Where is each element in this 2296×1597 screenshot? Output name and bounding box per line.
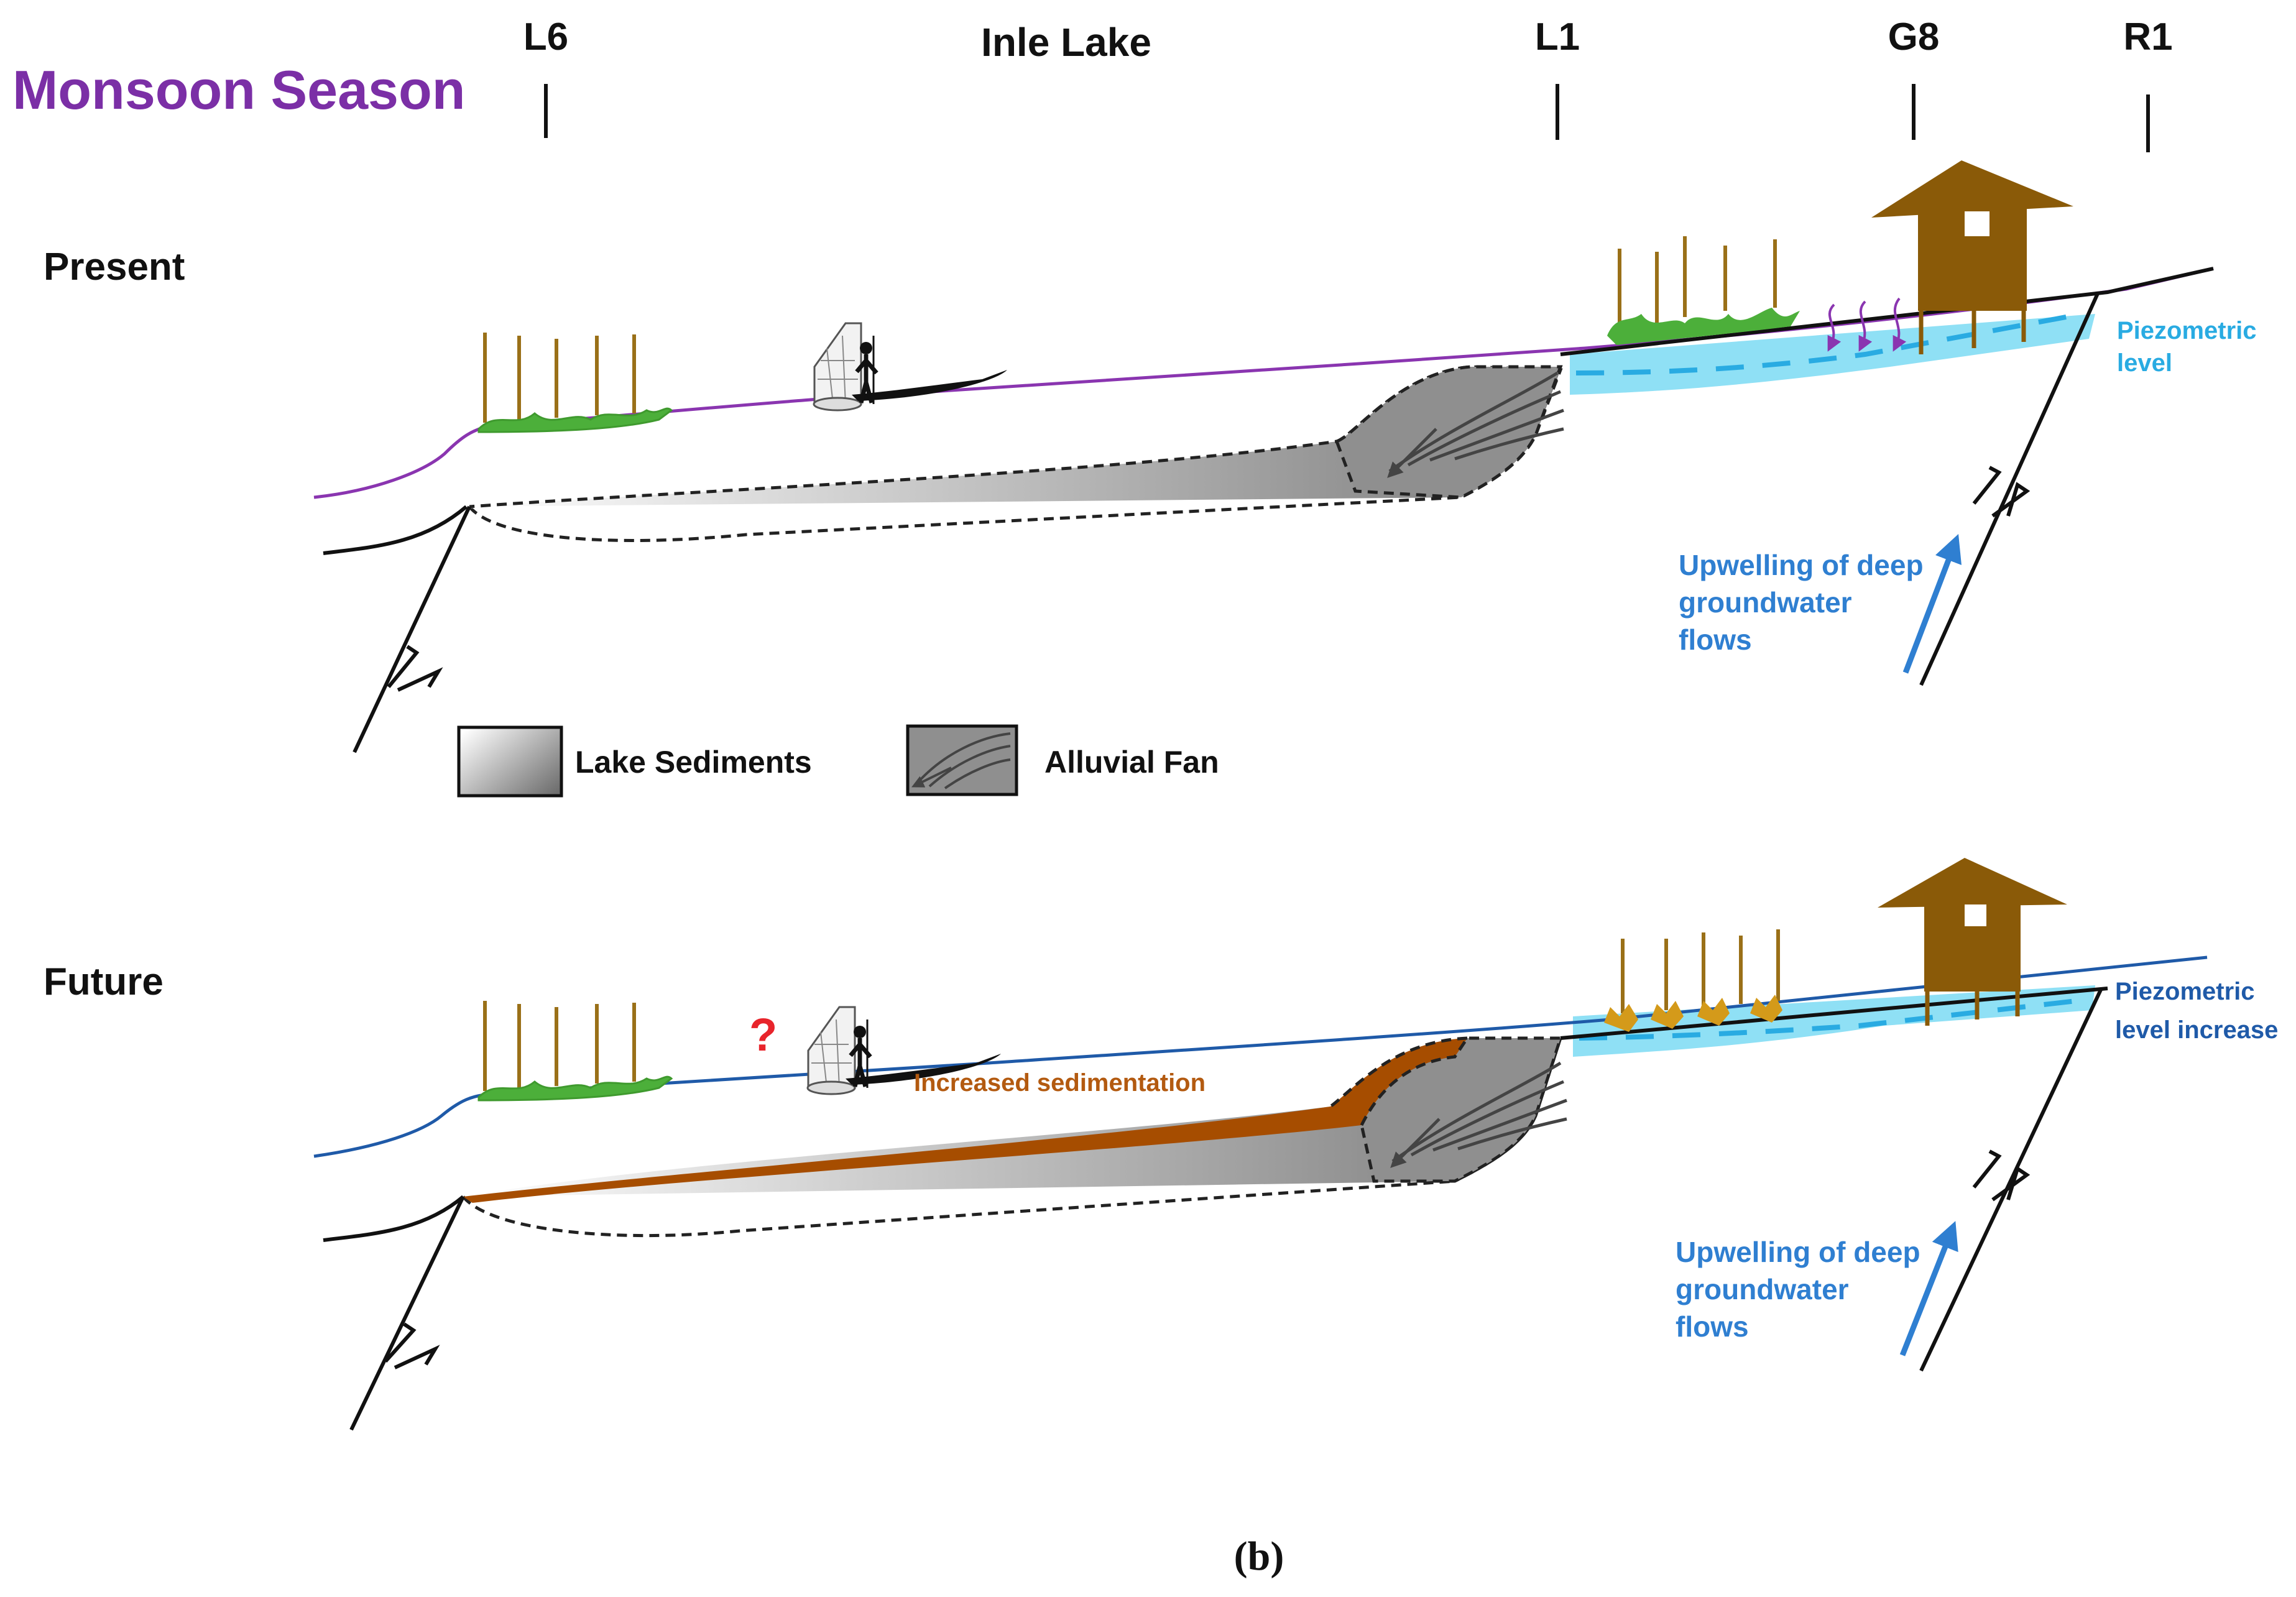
fault-arrow-icon (353, 291, 2100, 753)
increased-sedimentation-label: Increased sedimentation (914, 1069, 1206, 1097)
future-piezometric-label-2: level increase (2115, 1016, 2278, 1044)
present-piezometric-line (1575, 311, 2083, 375)
location-ticks (544, 84, 2150, 152)
present-upwelling-label-3: flows (1679, 624, 1752, 656)
lake-name-label: Inle Lake (981, 20, 1151, 65)
location-label-l6: L6 (523, 16, 568, 58)
dry-crops-icon (1604, 929, 1782, 1032)
future-row-label: Future (44, 960, 164, 1003)
house-on-stilts-icon (1878, 858, 2067, 1026)
legend-swatch-lake-sediments (457, 725, 563, 798)
present-piezometric-label-1: Piezometric (2117, 317, 2257, 344)
present-upwelling-label-1: Upwelling of deep (1679, 549, 1924, 581)
figure-caption: (b) (1234, 1534, 1284, 1579)
location-label-l1: L1 (1535, 16, 1580, 58)
legend-label-alluvial-fan: Alluvial Fan (1044, 745, 1219, 780)
upwelling-arrow-icon (1902, 533, 1962, 674)
present-ground-surface (323, 267, 2214, 555)
increased-sedimentation-layer (463, 1038, 1467, 1203)
future-upwelling-label-3: flows (1676, 1310, 1749, 1343)
upwelling-arrow-icon (1899, 1221, 1958, 1356)
future-upwelling-label-1: Upwelling of deep (1676, 1236, 1920, 1268)
future-piezometric-label-1: Piezometric (2115, 978, 2255, 1005)
floating-garden-icon (479, 333, 671, 432)
future-piezometric-line (1579, 998, 2077, 1041)
legend-label-lake-sediments: Lake Sediments (575, 745, 812, 780)
future-alluvial-fan (1360, 1036, 1563, 1183)
present-crops-icon (1607, 236, 1800, 345)
future-water-surface (313, 955, 2208, 1158)
future-lake-sediments (463, 1038, 1561, 1197)
present-lake-sediments (469, 367, 1561, 507)
house-on-stilts-icon (1871, 160, 2073, 354)
fault-arrow-icon (349, 987, 2103, 1431)
floating-garden-icon (479, 1001, 671, 1100)
present-piezometric-label-2: level (2117, 349, 2172, 377)
infiltration-arrows (1827, 297, 1907, 352)
season-title: Monsoon Season (12, 59, 466, 121)
future-upwelling-label-2: groundwater (1676, 1273, 1849, 1305)
uncertainty-mark: ? (749, 1009, 777, 1061)
location-label-g8: G8 (1888, 16, 1940, 58)
location-label-r1: R1 (2123, 16, 2172, 58)
present-upwelling-label-2: groundwater (1679, 586, 1852, 619)
fisherman-boat-icon (814, 323, 1007, 410)
present-row-label: Present (44, 246, 185, 288)
legend-swatch-alluvial-fan (906, 724, 1018, 796)
